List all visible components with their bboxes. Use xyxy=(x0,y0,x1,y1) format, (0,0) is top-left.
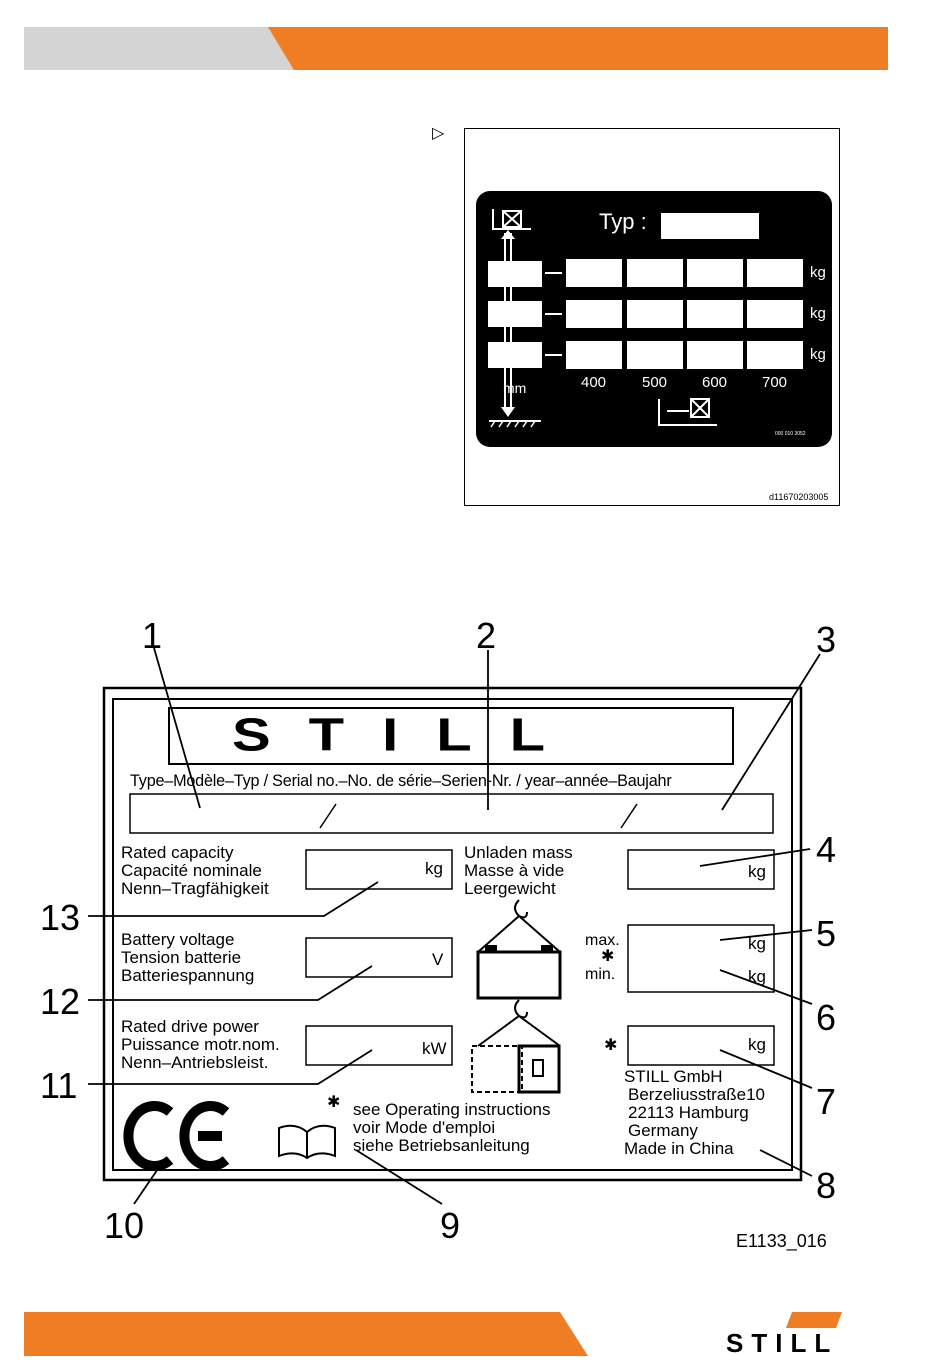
callout-2: 2 xyxy=(476,615,497,656)
callout-3: 3 xyxy=(816,619,837,660)
callout-5: 5 xyxy=(816,913,837,954)
figure-id: d11670203005 xyxy=(769,492,829,502)
callout-4: 4 xyxy=(816,829,837,870)
distance-700: 700 xyxy=(762,374,788,391)
unladen-mass-unit: kg xyxy=(748,862,766,881)
note-marker-icon: ▷ xyxy=(432,125,445,142)
callout-8: 8 xyxy=(816,1165,837,1206)
callout-10: 10 xyxy=(104,1205,145,1246)
callout-12: 12 xyxy=(40,981,81,1022)
max-min-asterisk: ✱ xyxy=(601,948,615,965)
book-icon xyxy=(278,1124,336,1160)
callout-13: 13 xyxy=(40,897,81,938)
small-code: 000 010 3052 xyxy=(775,431,806,437)
min-unit: kg xyxy=(748,967,766,986)
footer-bar xyxy=(24,1312,842,1356)
plate-header: Type–Modèle–Typ / Serial no.–No. de séri… xyxy=(130,772,672,790)
field7-unit: kg xyxy=(748,1035,766,1054)
row3-kg: kg xyxy=(810,346,826,363)
distance-600: 600 xyxy=(702,374,728,391)
nameplate-drawing xyxy=(88,647,821,1205)
min-label: min. xyxy=(585,966,616,983)
callout-1: 1 xyxy=(142,615,163,656)
type-label: Typ : xyxy=(599,209,647,234)
max-label: max. xyxy=(585,932,620,949)
row1-kg: kg xyxy=(810,264,826,281)
capacity-label-figure: Typ : kg kg kg mm 400 500 600 700 000 01… xyxy=(464,128,840,506)
header-bar xyxy=(24,27,888,70)
battery-voltage-unit: V xyxy=(432,950,444,969)
footer-logo: STILL xyxy=(726,1328,839,1358)
battery-icon xyxy=(476,899,562,1000)
rated-drive-power-unit: kW xyxy=(422,1039,447,1058)
callout-9: 9 xyxy=(440,1205,461,1246)
callout-11: 11 xyxy=(40,1065,78,1106)
instructions-asterisk: ✱ xyxy=(327,1094,341,1111)
distance-400: 400 xyxy=(581,374,607,391)
plate-logo: STILL xyxy=(232,708,584,761)
field7-asterisk: ✱ xyxy=(604,1037,618,1054)
capacity-label-plate xyxy=(476,191,832,447)
figure-code: E1133_016 xyxy=(736,1231,827,1251)
distance-500: 500 xyxy=(642,374,668,391)
rated-capacity-unit: kg xyxy=(425,859,443,878)
battery-dashed-icon xyxy=(471,999,561,1094)
manufacturer-address: STILL GmbH Berzeliusstraße10 22113 Hambu… xyxy=(624,1067,766,1158)
row2-kg: kg xyxy=(810,305,826,322)
mm-label: mm xyxy=(503,380,527,396)
callout-7: 7 xyxy=(816,1081,837,1122)
load-centre-icon xyxy=(658,398,717,426)
ce-mark-icon xyxy=(123,1101,230,1171)
callout-6: 6 xyxy=(816,997,837,1038)
max-unit: kg xyxy=(748,934,766,953)
